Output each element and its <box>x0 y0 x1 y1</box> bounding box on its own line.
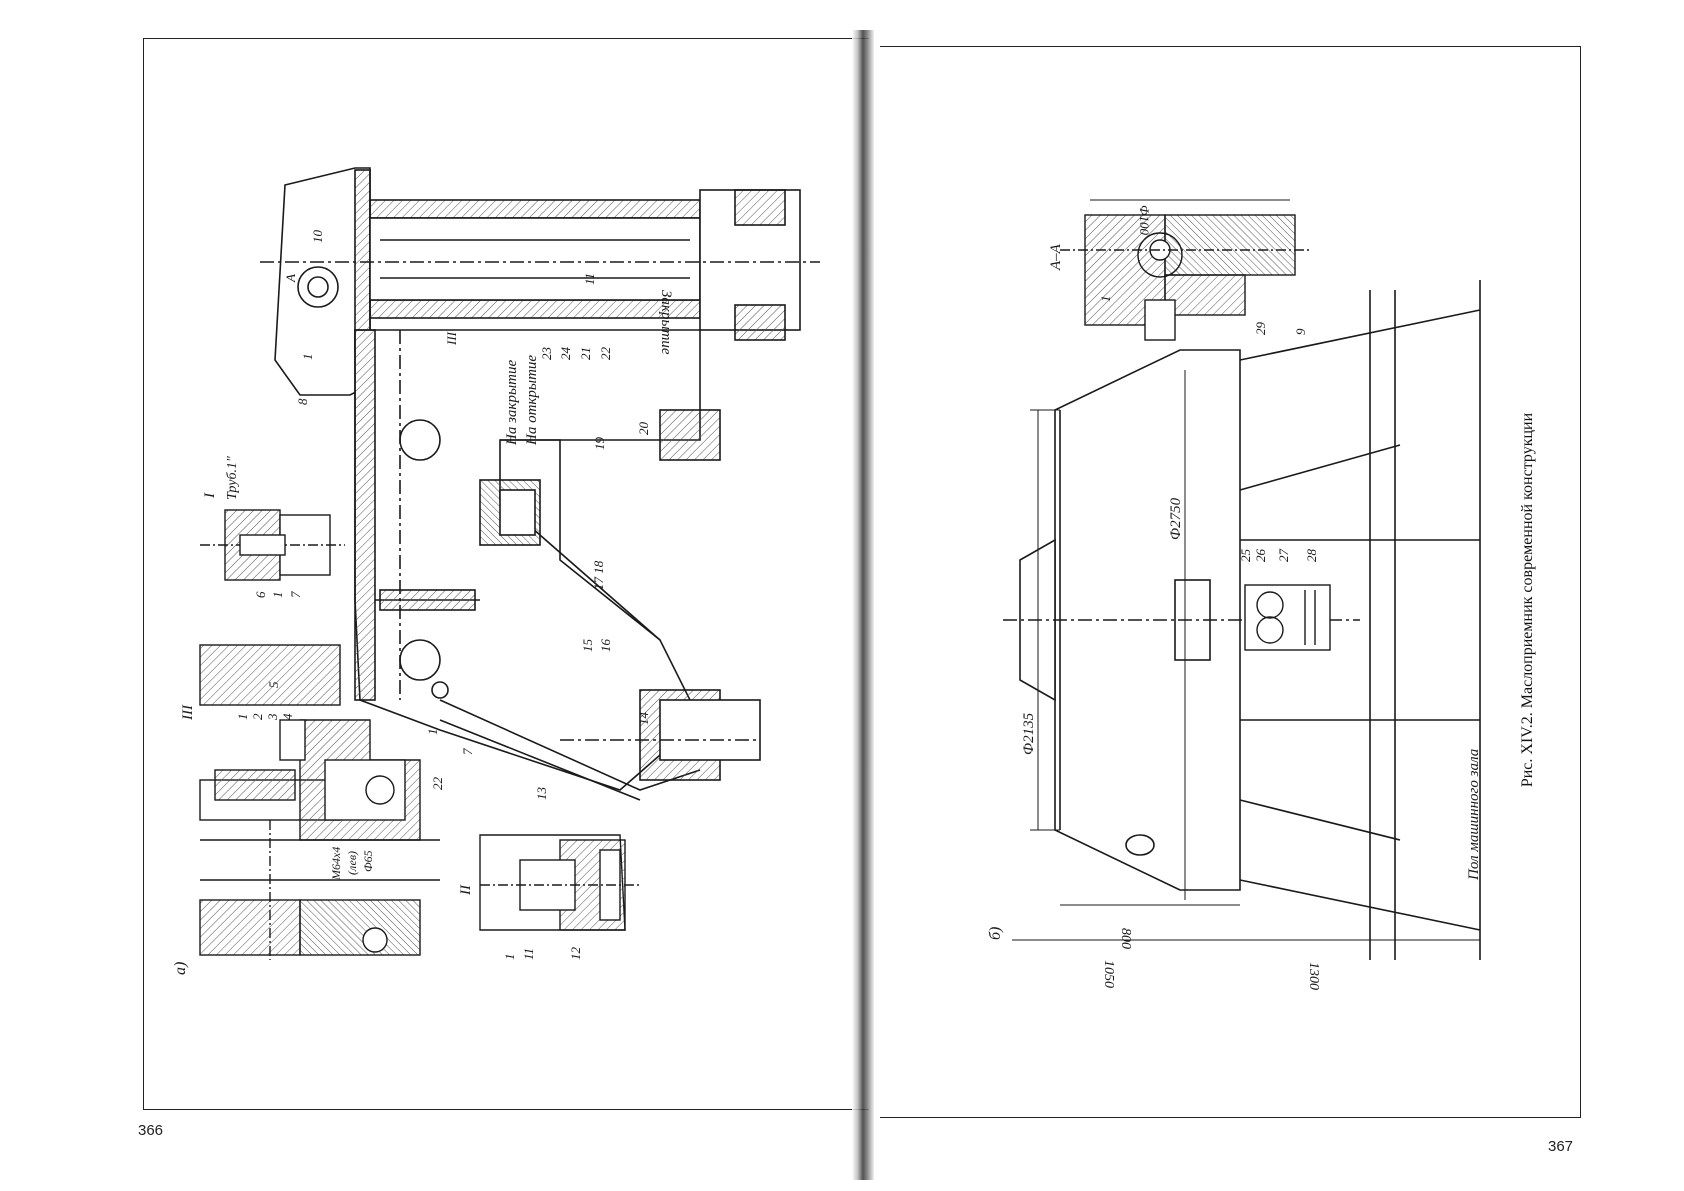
page-number-left: 366 <box>138 1122 163 1139</box>
label-dim-1050: 1050 <box>1101 960 1116 988</box>
label-floor: Пол машинного зала <box>1466 749 1482 881</box>
section-AA <box>1060 215 1310 340</box>
label-d100: Ф100 <box>1137 205 1152 235</box>
num-26: 26 <box>1253 549 1268 563</box>
num-25: 25 <box>1238 549 1253 563</box>
oil-receiver-vessel <box>1003 280 1480 960</box>
num-27: 27 <box>1276 549 1291 563</box>
page-number-right: 367 <box>1548 1138 1573 1155</box>
num-29: 29 <box>1253 322 1268 336</box>
label-dim-1300: 1300 <box>1306 962 1321 990</box>
num-1f: 1 <box>1098 296 1113 303</box>
figure-caption: Рис. XIV.2. Маслоприемник современной ко… <box>1519 413 1537 787</box>
num-9: 9 <box>1293 328 1308 335</box>
num-28: 28 <box>1304 549 1319 563</box>
gauge-panel <box>1245 585 1330 650</box>
fig-b-label: б) <box>987 927 1004 940</box>
label-dim-800: 800 <box>1118 928 1133 949</box>
label-d2135: Ф2135 <box>1021 712 1037 755</box>
label-sec-AA: А–А <box>1048 243 1064 271</box>
label-d2750: Ф2750 <box>1168 497 1184 540</box>
